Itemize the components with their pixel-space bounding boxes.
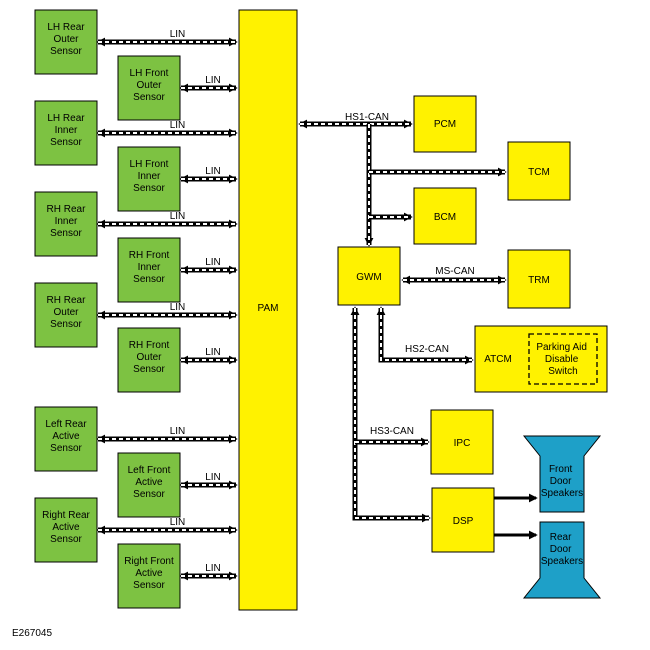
bus-wires: LIN LIN LIN LIN LIN LIN LIN LIN LIN LIN LIN LIN <box>96 29 538 581</box>
parking-aid-disable-switch <box>528 333 598 385</box>
lin-label-rh-rear-outer: LIN <box>170 302 186 313</box>
trm-module: TRM <box>507 249 571 309</box>
pcm-label: PCM <box>434 119 456 130</box>
lin-label-right-rear-active: LIN <box>170 517 186 528</box>
gwm-label: GWM <box>356 272 382 283</box>
bcm-module: BCM <box>413 187 477 245</box>
pcm-module: PCM <box>413 95 477 153</box>
pam-module: PAM <box>238 9 298 611</box>
dsp-label: DSP <box>453 516 474 527</box>
lin-label-rh-rear-inner: LIN <box>170 211 186 222</box>
ipc-module: IPC <box>430 409 494 475</box>
lin-label-right-front-active: LIN <box>205 563 221 574</box>
front-speakers-label: Front Door Speakers <box>541 464 583 499</box>
atcm-label: ATCM <box>484 354 512 365</box>
hs3-can-label: HS3-CAN <box>370 426 414 437</box>
lin-label-rh-front-outer: LIN <box>205 347 221 358</box>
dsp-module: DSP <box>431 487 495 553</box>
pam-label: PAM <box>258 303 279 314</box>
bcm-label: BCM <box>434 212 456 223</box>
rear-speakers-label: Rear Door Speakers <box>541 532 583 567</box>
hs1-can-label: HS1-CAN <box>345 112 389 123</box>
lin-label-rh-front-inner: LIN <box>205 257 221 268</box>
lin-label-lh-front-outer: LIN <box>205 75 221 86</box>
lin-label-lh-rear-outer: LIN <box>170 29 186 40</box>
lin-label-lh-rear-inner: LIN <box>170 120 186 131</box>
ms-can-label: MS-CAN <box>435 266 474 277</box>
lin-label-left-rear-active: LIN <box>170 426 186 437</box>
hs2-can-label: HS2-CAN <box>405 344 449 355</box>
tcm-module: TCM <box>507 141 571 201</box>
ipc-label: IPC <box>454 438 471 449</box>
atcm-module: ATCM Parking Aid Disable Switch <box>474 325 608 393</box>
figure-code: E267045 <box>12 628 52 639</box>
switch-label: Parking Aid Disable Switch <box>536 342 589 377</box>
hs3-can-gwm-dsp <box>350 306 431 523</box>
gwm-module: GWM <box>337 246 401 306</box>
front-door-speakers: Front Door Speakers <box>522 435 602 513</box>
rear-door-speakers: Rear Door Speakers <box>522 521 602 599</box>
trm-label: TRM <box>528 275 550 286</box>
tcm-label: TCM <box>528 167 550 178</box>
lin-label-left-front-active: LIN <box>205 472 221 483</box>
lin-label-lh-front-inner: LIN <box>205 166 221 177</box>
